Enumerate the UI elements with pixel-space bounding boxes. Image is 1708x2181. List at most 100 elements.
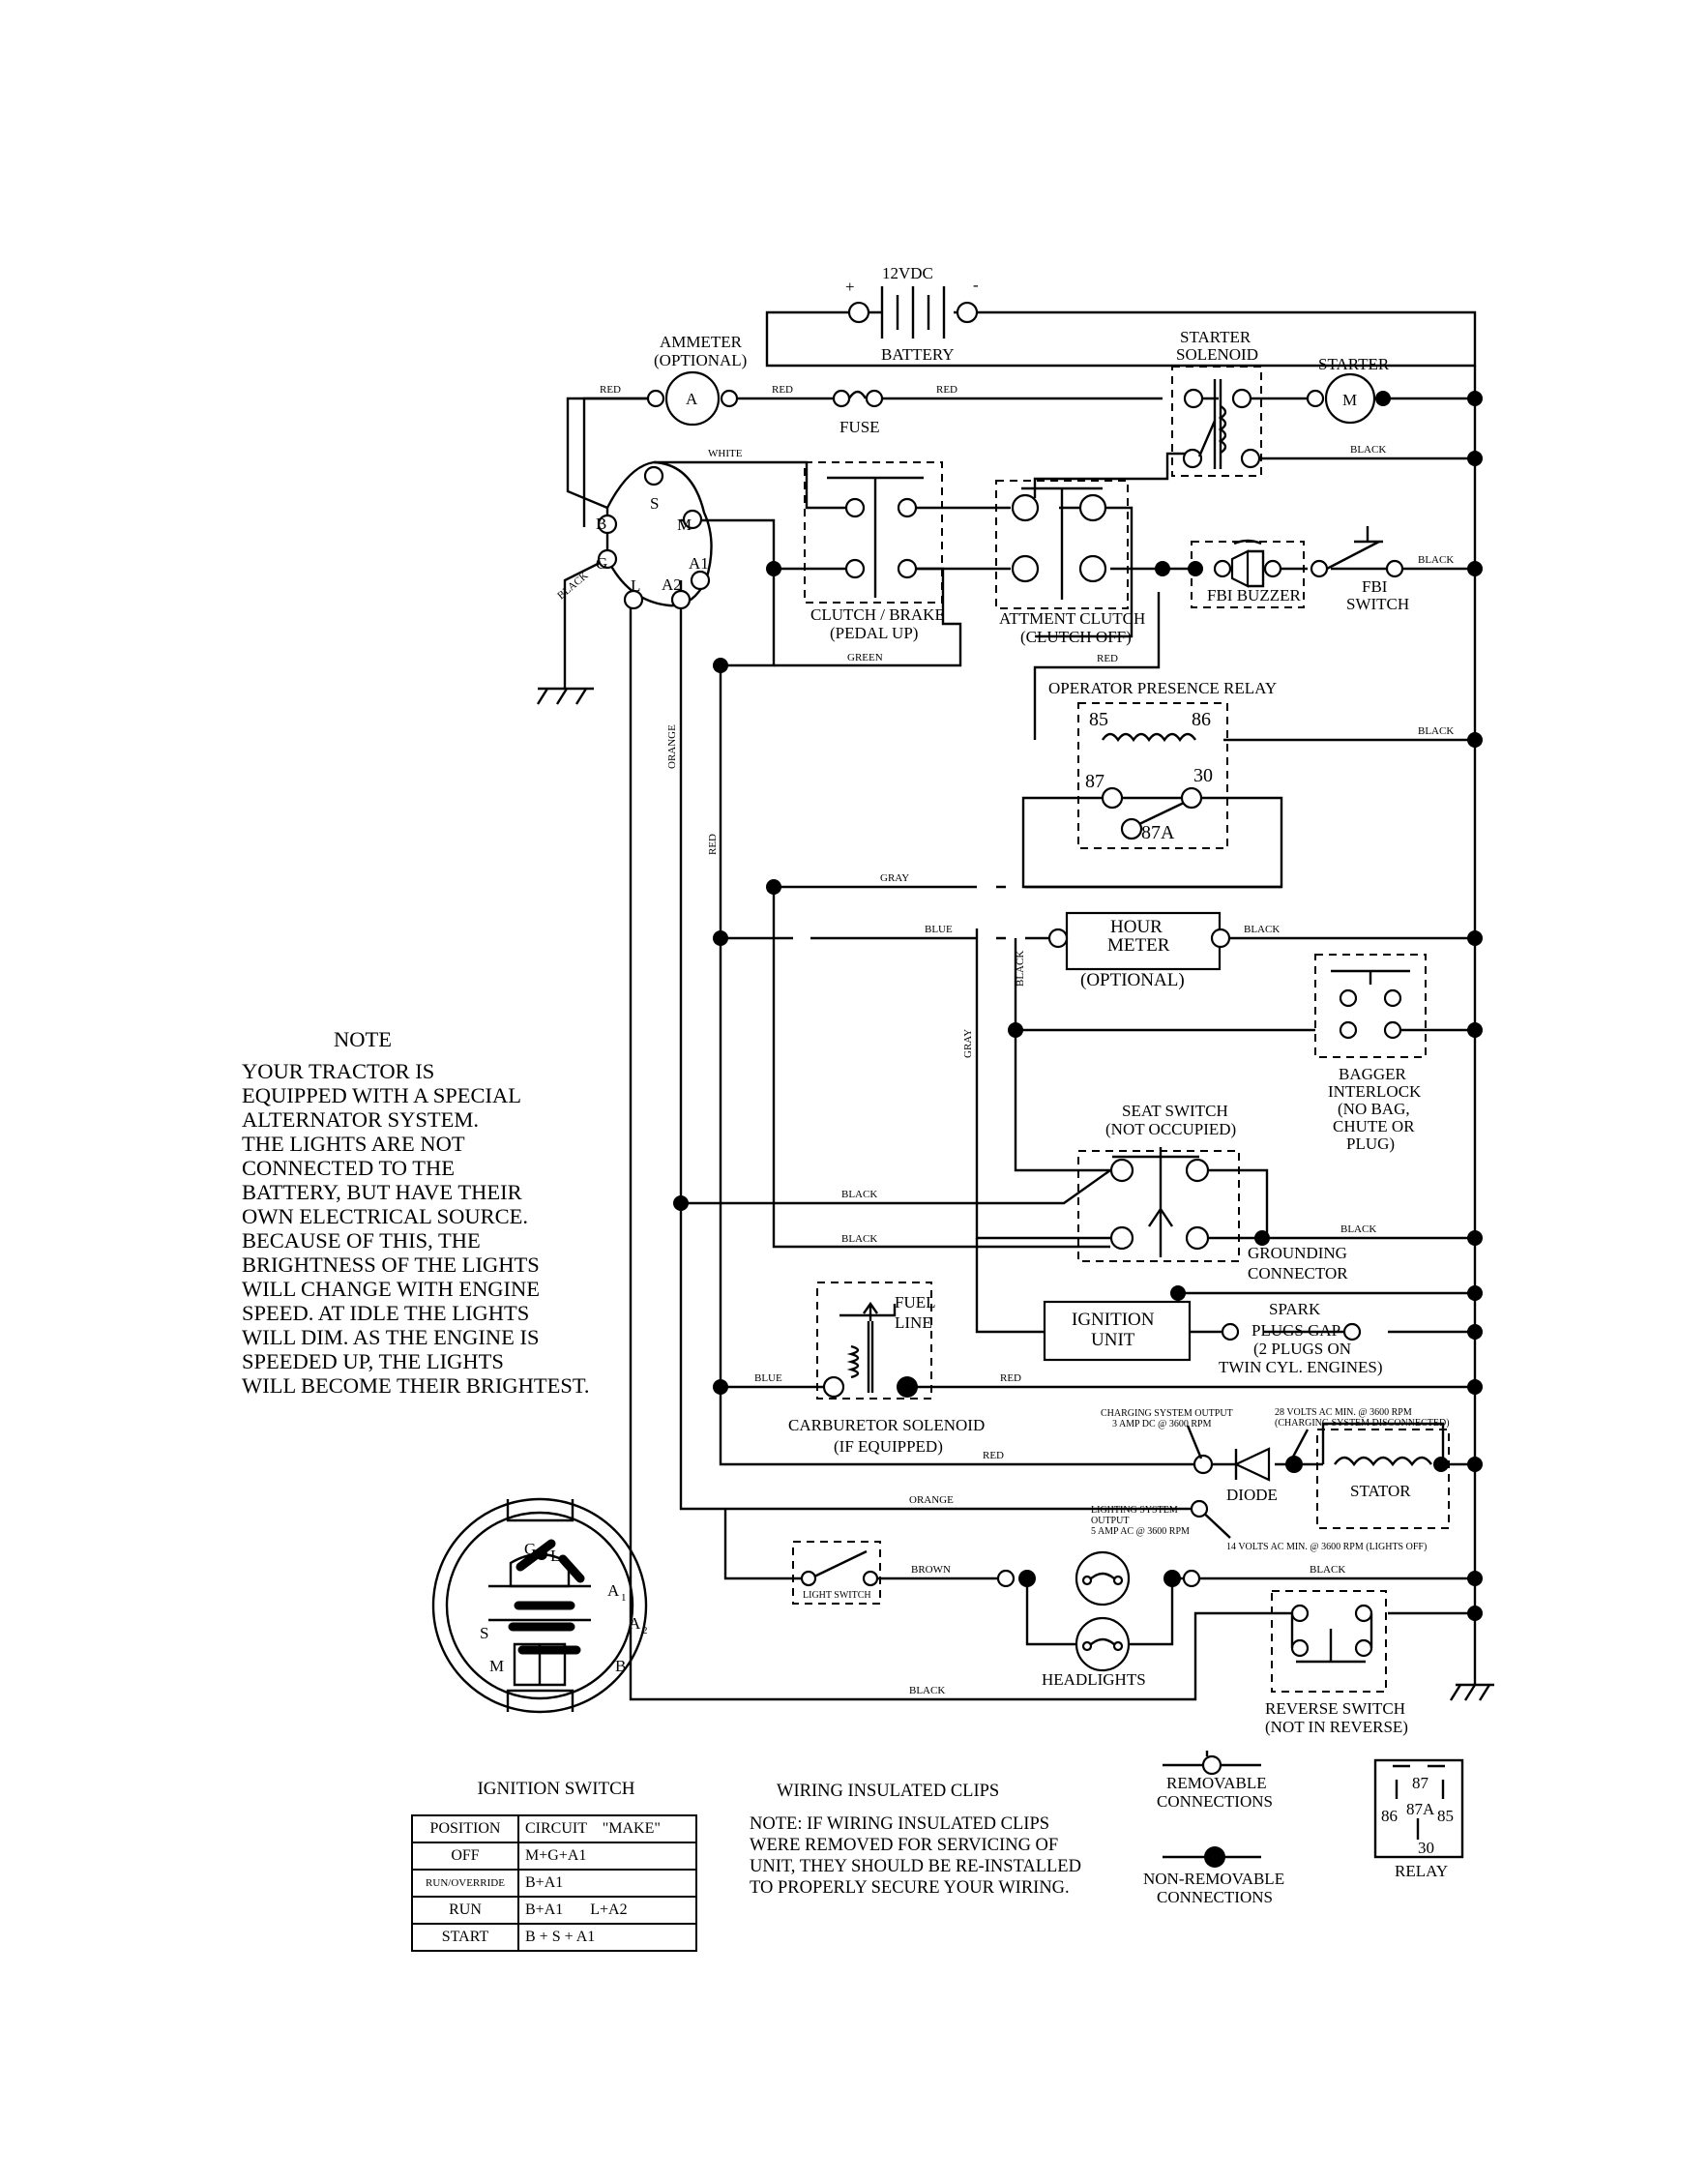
clutch-brake-label: CLUTCH / BRAKE: [810, 605, 945, 624]
wire-label-red-4: RED: [1097, 653, 1118, 664]
wire-label-gray-1: GRAY: [880, 872, 909, 884]
wire-label-orange-2: ORANGE: [666, 724, 678, 769]
operator-presence-relay: 85 86 87 30 87A OPERATOR PRESENCE RELAY: [1048, 679, 1277, 849]
fbi-buzzer: FBI BUZZER: [1188, 539, 1305, 608]
wire-label-black-11: BLACK: [555, 570, 590, 602]
seat-switch-state: (NOT OCCUPIED): [1105, 1120, 1236, 1138]
relay-legend-label: RELAY: [1395, 1862, 1448, 1880]
bagger-line-4: CHUTE OR: [1333, 1117, 1415, 1135]
ammeter-optional: (OPTIONAL): [654, 351, 747, 369]
relay-pin-30: 30: [1193, 765, 1213, 786]
wire-label-gray-2: GRAY: [962, 1029, 974, 1058]
wire-label-brown: BROWN: [911, 1564, 951, 1576]
diode-label: DIODE: [1226, 1486, 1278, 1504]
fbi-switch-label: FBI: [1362, 577, 1388, 596]
relay-pin-86: 86: [1192, 709, 1211, 730]
table-header-row: POSITION CIRCUIT "MAKE": [411, 1814, 697, 1843]
wiring-clips-note: WIRING INSULATED CLIPS NOTE: IF WIRING I…: [750, 1781, 1156, 1899]
spark-label: SPARK: [1269, 1300, 1321, 1318]
battery-minus: -: [973, 276, 979, 294]
wire-label-black-2: BLACK: [1418, 554, 1454, 566]
terminal-a1: A1: [689, 554, 709, 573]
bagger-line-3: (NO BAG,: [1338, 1100, 1410, 1118]
lighting-output-label: LIGHTING SYSTEM: [1091, 1505, 1178, 1516]
relay-pin-87a: 87A: [1141, 822, 1175, 843]
wire-label-black-7: BLACK: [1340, 1223, 1376, 1235]
bagger-line-2: INTERLOCK: [1328, 1082, 1422, 1101]
starter-label: STARTER: [1318, 355, 1390, 373]
hour-meter-label: HOUR: [1110, 917, 1163, 937]
reverse-switch-state: (NOT IN REVERSE): [1265, 1718, 1408, 1736]
lighting-system: LIGHTING SYSTEM OUTPUT 5 AMP AC @ 3600 R…: [1091, 1499, 1427, 1552]
carburetor-solenoid: FUEL LINE CARBURETOR SOLENOID (IF EQUIPP…: [788, 1282, 985, 1456]
ammeter: A AMMETER (OPTIONAL): [646, 333, 747, 427]
wire-label-green: GREEN: [847, 652, 883, 663]
legend-removable-connections: CONNECTIONS: [1157, 1792, 1273, 1811]
header-position: POSITION: [411, 1814, 519, 1843]
terminal-g: G: [596, 554, 607, 573]
face-label-b: B: [615, 1657, 626, 1675]
operator-presence-relay-label: OPERATOR PRESENCE RELAY: [1048, 679, 1277, 697]
header-circuit-label: CIRCUIT: [525, 1820, 587, 1837]
face-label-a1-sub: 1: [621, 1592, 627, 1604]
relay-pin-87: 87: [1085, 771, 1104, 792]
relay-legend-86: 86: [1381, 1807, 1398, 1825]
wire-label-red-6: RED: [983, 1450, 1004, 1461]
legend-removable: REMOVABLE: [1166, 1774, 1267, 1792]
spark-plugs-twin: TWIN CYL. ENGINES): [1219, 1358, 1383, 1376]
fuse-label: FUSE: [839, 418, 880, 436]
charging-output-rating: 3 AMP DC @ 3600 RPM: [1112, 1419, 1212, 1429]
row-circuit-main: B+A1: [525, 1901, 564, 1918]
face-label-a2-sub: 2: [642, 1625, 648, 1636]
face-label-g: G: [524, 1540, 536, 1558]
row-position: RUN/OVERRIDE: [411, 1869, 519, 1898]
table-row: OFF M+G+A1: [411, 1842, 697, 1871]
row-circuit: B+A1 L+A2: [517, 1896, 697, 1925]
header-circuit: CIRCUIT "MAKE": [517, 1814, 697, 1843]
ammeter-label: AMMETER: [660, 333, 743, 351]
light-switch: LIGHT SWITCH: [792, 1541, 881, 1605]
face-label-m: M: [489, 1657, 504, 1675]
face-label-l: L: [550, 1547, 560, 1565]
face-label-s: S: [480, 1624, 488, 1642]
ignition-switch-title: IGNITION SWITCH: [477, 1779, 635, 1799]
fbi-buzzer-label: FBI BUZZER: [1207, 586, 1301, 604]
starter-symbol: M: [1342, 391, 1357, 409]
ignition-unit-label: IGNITION: [1072, 1310, 1155, 1330]
face-label-a1: A: [607, 1581, 620, 1600]
fuel-line-sublabel: LINE: [895, 1313, 932, 1332]
wire-label-orange-1: ORANGE: [909, 1494, 954, 1506]
clutch-brake-switch: CLUTCH / BRAKE (PEDAL UP): [804, 461, 945, 642]
ignition-unit: IGNITION UNIT: [1043, 1300, 1192, 1362]
row-circuit: M+G+A1: [517, 1842, 697, 1871]
table-row: RUN/OVERRIDE B+A1: [411, 1869, 697, 1898]
wire-label-blue-1: BLUE: [925, 924, 953, 935]
legend: REMOVABLE CONNECTIONS NON-REMOVABLE CONN…: [1143, 1751, 1284, 1906]
hour-meter-optional: (OPTIONAL): [1080, 970, 1185, 990]
spark-gap-label: PLUGS GAP: [1252, 1321, 1340, 1340]
lighting-output-rating: 5 AMP AC @ 3600 RPM: [1091, 1526, 1190, 1537]
row-position: OFF: [411, 1842, 519, 1871]
wire-label-black-8: BLACK: [1310, 1564, 1345, 1576]
grounding-connector: GROUNDING CONNECTOR: [1248, 1230, 1348, 1282]
hour-meter-sublabel: METER: [1107, 935, 1170, 956]
lighting-output-sublabel: OUTPUT: [1091, 1516, 1129, 1526]
terminal-b: B: [596, 515, 606, 533]
wire-label-red-5: RED: [1000, 1372, 1021, 1384]
seat-switch-label: SEAT SWITCH: [1122, 1102, 1228, 1120]
row-position: RUN: [411, 1896, 519, 1925]
ignition-unit-sublabel: UNIT: [1091, 1330, 1135, 1350]
seat-switch: SEAT SWITCH (NOT OCCUPIED): [1077, 1102, 1240, 1262]
charging-output-label: CHARGING SYSTEM OUTPUT: [1101, 1408, 1233, 1419]
wire-labels: RED RED RED WHITE BLACK BLACK GREEN RED …: [555, 384, 1454, 1696]
battery-symbol: + - 12VDC BATTERY: [845, 264, 979, 364]
charging-system: CHARGING SYSTEM OUTPUT 3 AMP DC @ 3600 R…: [1101, 1407, 1450, 1529]
row-circuit: B + S + A1: [517, 1923, 697, 1952]
legend-nonremovable-connections: CONNECTIONS: [1157, 1888, 1273, 1906]
starter-motor: M STARTER: [1306, 355, 1391, 425]
ignition-switch-table: POSITION CIRCUIT "MAKE" OFF M+G+A1 RUN/O…: [411, 1814, 697, 1952]
terminal-a2: A2: [662, 575, 682, 594]
spark-plugs: SPARK PLUGS GAP (2 PLUGS ON TWIN CYL. EN…: [1219, 1300, 1383, 1376]
table-row: RUN B+A1 L+A2: [411, 1896, 697, 1925]
